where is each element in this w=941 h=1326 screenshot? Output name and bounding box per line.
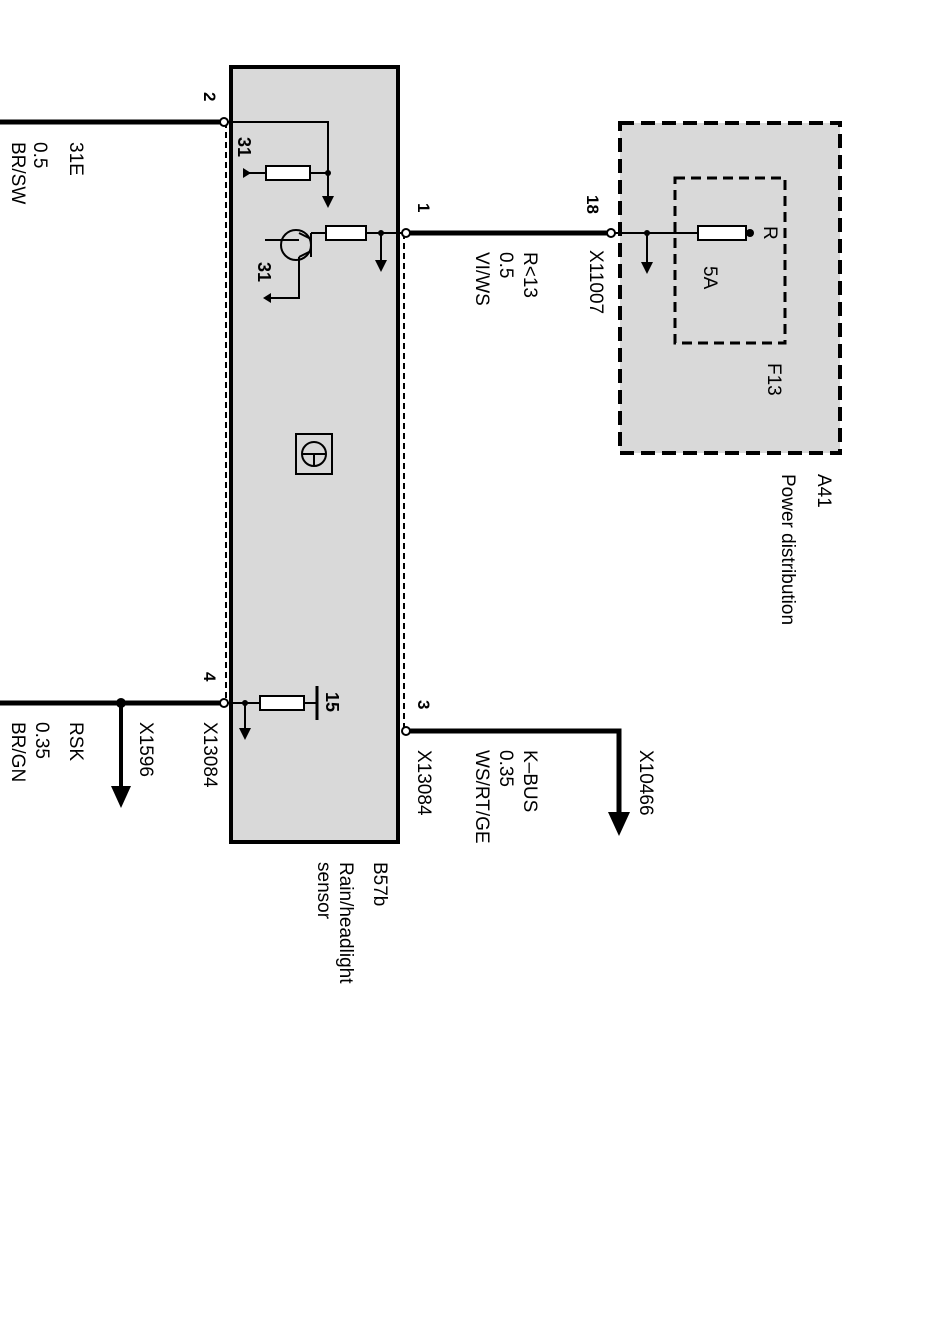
ground-31-top-label: 31 bbox=[234, 137, 254, 157]
wire4-splice: X1596 bbox=[135, 722, 156, 777]
splice-x10466-arrow bbox=[608, 812, 630, 836]
sensor-id-label: B57b bbox=[369, 862, 390, 906]
rain-sensor-symbol-box bbox=[295, 433, 333, 475]
sensor-name-line2: sensor bbox=[313, 862, 334, 920]
a41-id-label: A41 bbox=[813, 474, 834, 508]
pin4-terminal bbox=[219, 698, 229, 708]
wire4-connector: X13084 bbox=[199, 722, 220, 788]
pin18-label: 18 bbox=[583, 195, 602, 214]
wire4-signal: RSK bbox=[65, 722, 86, 761]
terminal-r-label: R bbox=[759, 226, 780, 240]
fuse-f13-box bbox=[673, 176, 787, 345]
fuse-f13 bbox=[697, 225, 747, 241]
terminal-15-label: 15 bbox=[322, 692, 342, 712]
ground-31-transistor-label: 31 bbox=[254, 262, 274, 282]
wire1-signal: R<13 bbox=[519, 252, 540, 298]
resistor-15 bbox=[259, 695, 305, 711]
resistor-31 bbox=[265, 165, 311, 181]
a41-ground-arrow bbox=[641, 262, 653, 274]
pin2-terminal bbox=[219, 117, 229, 127]
wire2-color: BR/SW bbox=[7, 142, 28, 204]
ground-31-arrow bbox=[243, 168, 251, 178]
pin1-terminal bbox=[401, 228, 411, 238]
wire-pin3 bbox=[410, 728, 622, 818]
fuse-f13-label: F13 bbox=[763, 363, 784, 396]
wire1-size: 0.5 bbox=[495, 252, 516, 278]
wire3-signal: K–BUS bbox=[519, 750, 540, 812]
pin2-label: 2 bbox=[200, 92, 219, 101]
wire2-signal: 31E bbox=[65, 142, 86, 176]
connector-x11007-label: X11007 bbox=[585, 250, 606, 314]
splice-x1596-arrow bbox=[111, 786, 131, 808]
wire4-color: BR/GN bbox=[7, 722, 28, 782]
fuse-rating-label: 5A bbox=[699, 266, 720, 290]
pin3-label: 3 bbox=[414, 700, 433, 709]
wire3-size: 0.35 bbox=[495, 750, 516, 787]
wire2-size: 0.5 bbox=[29, 142, 50, 168]
pin2-ground-arrow bbox=[322, 196, 334, 208]
wire3-color: WS/RT/GE bbox=[471, 750, 492, 844]
resistor-pin1 bbox=[325, 225, 367, 241]
wire3-splice: X10466 bbox=[635, 750, 656, 816]
transistor-emitter-lead bbox=[271, 257, 300, 299]
transistor-emitter bbox=[298, 250, 312, 258]
junction-31 bbox=[325, 170, 331, 176]
pin18-terminal bbox=[606, 228, 616, 238]
sensor-name-line1: Rain/headlight bbox=[335, 862, 356, 984]
wire3-connector: X13084 bbox=[413, 750, 434, 816]
pin4-ground-arrow bbox=[239, 728, 251, 740]
pin1-label: 1 bbox=[414, 203, 433, 212]
ground-31-transistor-arrow bbox=[263, 293, 271, 303]
wire1-color: VI/WS bbox=[471, 252, 492, 306]
wire4-size: 0.35 bbox=[31, 722, 52, 759]
pin4-label: 4 bbox=[200, 672, 219, 682]
transistor-collector bbox=[298, 232, 312, 240]
fuse-terminal-r bbox=[746, 229, 754, 237]
a41-name-label: Power distribution bbox=[777, 474, 798, 625]
pin3-terminal bbox=[401, 726, 411, 736]
pin1-ground-arrow bbox=[375, 260, 387, 272]
